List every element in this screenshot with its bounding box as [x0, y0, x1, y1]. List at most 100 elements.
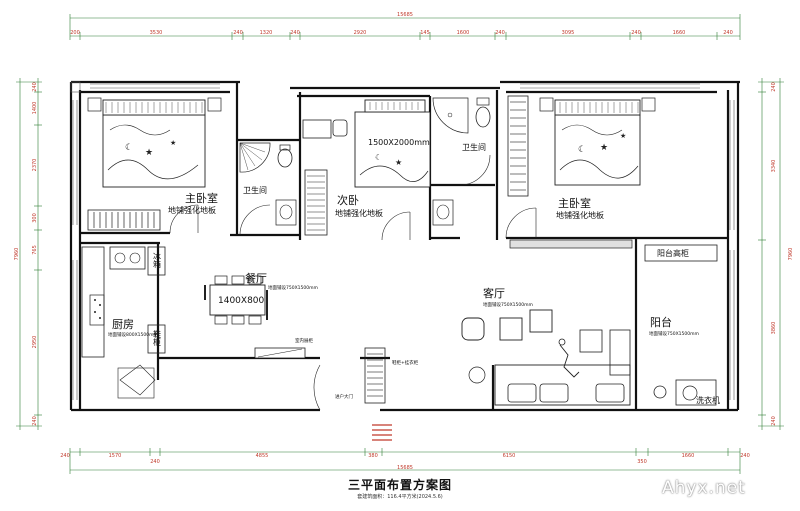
dim-top: 3530 [150, 30, 163, 36]
dim-top-total: 15685 [397, 12, 413, 18]
watermark-logo: Ahyx.net [662, 478, 746, 498]
page-subtitle: 套建筑面积：116.4平方米(2024.5.6) [357, 494, 443, 500]
dim-left-total: 7960 [14, 248, 20, 261]
dim-left: 2370 [32, 159, 38, 172]
toilet-icon [277, 148, 293, 168]
table-size-label: 1400X800 [218, 296, 265, 306]
room-label: 主卧室 [558, 196, 591, 210]
shower-icon [432, 97, 469, 134]
shower-icon [239, 142, 271, 173]
nightstand [87, 97, 102, 112]
master-bedroom-1: ★ ★ ☾ 主卧室 地铺强化地板 [87, 97, 222, 234]
dim-bottom: 240 [150, 459, 160, 465]
dim-right: 240 [771, 82, 777, 92]
tv-cabinet [509, 239, 633, 249]
room-label: 客厅 [483, 286, 505, 300]
dim-top: 1600 [457, 30, 470, 36]
moon-icon: ☾ [125, 143, 133, 153]
master-bedroom-2: ★ ★ ☾ 主卧室 地铺强化地板 [505, 95, 656, 249]
floor-note: 地面铺设750X1500mm [483, 301, 533, 308]
desk [302, 119, 332, 139]
dim-left: 1400 [32, 102, 38, 115]
door-note: 进户大门 [335, 393, 353, 400]
windows [70, 81, 735, 400]
room-label: 卫生间 [243, 185, 267, 195]
dim-top: 1660 [673, 30, 686, 36]
star-icon: ★ [600, 143, 608, 153]
toilet-icon [475, 106, 491, 128]
dim-right: 3340 [771, 160, 777, 173]
room-label: 阳台 [650, 315, 672, 329]
dim-left: 765 [32, 245, 38, 255]
bed-size-label: 1500X2000mm [368, 138, 430, 147]
stove-icon [109, 246, 146, 270]
dim-right-total: 7960 [788, 248, 794, 261]
dim-top: 240 [723, 30, 733, 36]
shoe-cabinet [364, 347, 386, 404]
dim-bottom-total: 15685 [397, 465, 413, 471]
dining-table [209, 284, 266, 316]
dim-bottom: 240 [60, 453, 70, 459]
nightstand [539, 97, 554, 112]
balcony: 阳台高柜 阳台 地面铺设750X1500mm 洗衣机 [644, 244, 720, 406]
person-icon [559, 344, 580, 378]
moon-icon: ☾ [578, 145, 586, 155]
dim-top: 200 [70, 30, 80, 36]
page-title: 三平面布置方案图 [347, 478, 452, 492]
room-label: 次卧 [337, 193, 359, 207]
fridge-label: 冰箱 [153, 251, 162, 269]
dim-right-segments: 240 3340 3860 240 [771, 82, 777, 426]
cabinet-label: 鞋柜 [153, 329, 162, 347]
shelf-note: 室内展柜 [295, 337, 313, 344]
room-label: 餐厅 [245, 271, 267, 285]
nightstand [641, 97, 656, 112]
second-bedroom: ★ ☾ 1500X2000mm 次卧 地铺强化地板 [302, 99, 431, 241]
bed-icon [354, 111, 431, 188]
floor-note: 地面铺设750X1500mm [268, 284, 318, 291]
cabinet [147, 324, 166, 354]
dining: 1400X800 餐厅 地面铺设750X1500mm 室内展柜 鞋柜+挂衣柜 进… [204, 271, 419, 441]
dim-top: 1320 [260, 30, 273, 36]
sink-icon [89, 294, 105, 326]
floor-note: 地面铺设750X1500mm [649, 330, 699, 337]
dim-right: 240 [771, 416, 777, 426]
headboard [364, 99, 426, 113]
balcony-cabinet-label: 阳台高柜 [657, 248, 689, 258]
dim-bottom: 1570 [109, 453, 122, 459]
dim-bottom: 6150 [503, 453, 516, 459]
dim-bottom: 4855 [256, 453, 269, 459]
dim-left: 300 [32, 213, 38, 223]
counter [81, 246, 105, 358]
washer-label: 洗衣机 [696, 395, 720, 405]
floor-note: 地面铺设800X1500mm [108, 331, 158, 338]
chair [332, 119, 348, 137]
floor-note: 地铺强化地板 [556, 210, 604, 220]
dim-bottom: 350 [637, 459, 647, 465]
dim-top: 240 [631, 30, 641, 36]
dim-bottom: 380 [368, 453, 378, 459]
star-icon: ★ [170, 139, 176, 147]
nightstand [207, 97, 222, 112]
bathroom-2: 卫生间 [432, 97, 491, 226]
floor-note: 地铺强化地板 [335, 208, 383, 218]
dim-right: 3860 [771, 322, 777, 335]
sofa [494, 364, 631, 406]
floor-note: 地铺强化地板 [168, 205, 216, 215]
dim-top: 240 [233, 30, 243, 36]
dim-top: 240 [290, 30, 300, 36]
dim-bottom: 240 [740, 453, 750, 459]
dim-bottom: 1660 [682, 453, 695, 459]
kitchen: 冰箱 鞋柜 厨房 地面铺设800X1500mm [81, 246, 166, 399]
dim-left: 240 [32, 82, 38, 92]
plant-icon [468, 366, 486, 384]
dim-top: 3095 [562, 30, 575, 36]
washer-icon [675, 379, 717, 406]
tv-stand [609, 329, 631, 376]
steps-icon [372, 424, 392, 441]
room-label: 厨房 [112, 318, 134, 331]
wardrobe [507, 95, 529, 197]
star-icon: ★ [620, 132, 626, 140]
living-room: 客厅 地面铺设750X1500mm [461, 286, 667, 406]
dim-bottom-segments: 240 1570 240 4855 380 6150 350 1660 240 [60, 453, 750, 465]
walls [69, 80, 740, 412]
